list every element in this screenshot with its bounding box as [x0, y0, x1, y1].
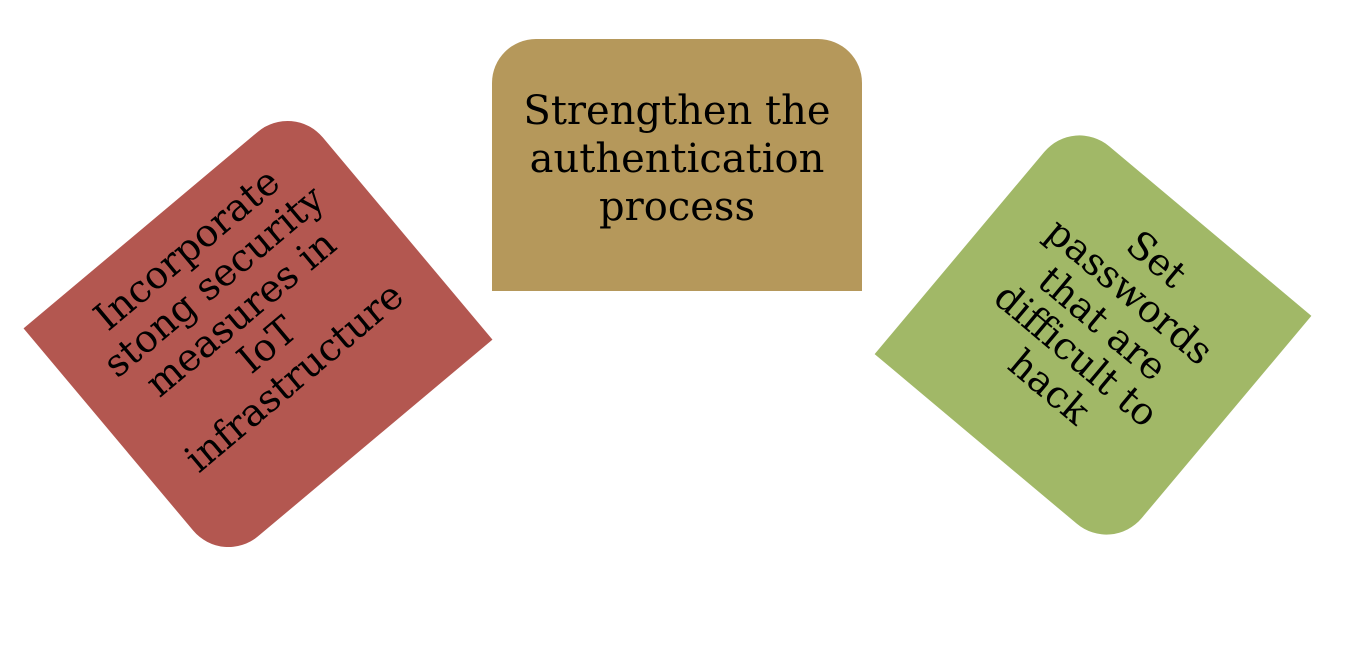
security-measures-box: Incorporate stong security measures in I… [23, 102, 493, 566]
passwords-box: Set passwords that are difficult to hack [874, 116, 1312, 554]
security-measures-label: Incorporate stong security measures in I… [85, 158, 412, 481]
authentication-box: Strengthen the authentication process [492, 39, 862, 291]
passwords-label: Set passwords that are difficult to hack [985, 208, 1222, 437]
authentication-label: Strengthen the authentication process [523, 88, 831, 230]
